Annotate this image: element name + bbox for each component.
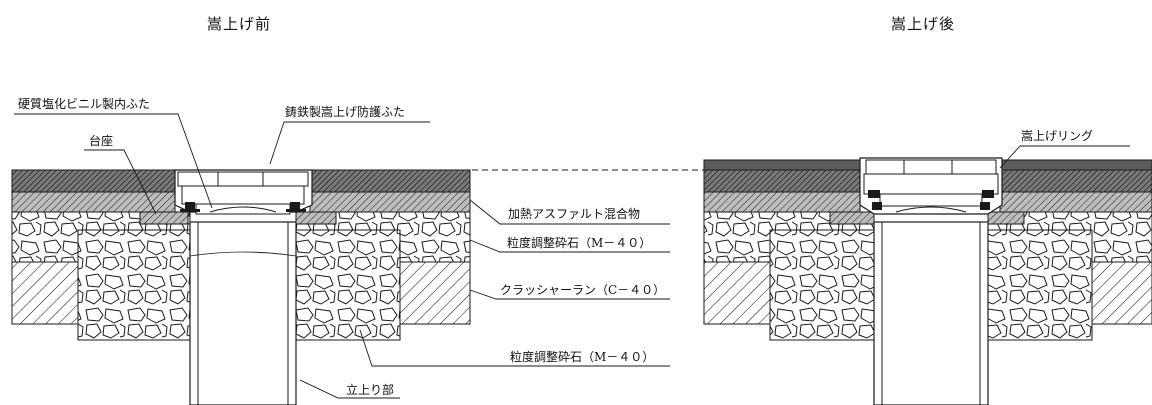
before-section bbox=[11, 169, 704, 405]
label-raising-ring: 嵩上げリング bbox=[1021, 129, 1094, 143]
label-pvc-inner-lid: 硬質塩化ビニル製内ふた bbox=[18, 97, 151, 111]
label-asphalt: 加熱アスファルト混合物 bbox=[508, 207, 641, 221]
label-gravel-top: 粒度調整砕石（M－４０） bbox=[507, 236, 652, 250]
label-cast-iron-lid: 鋳鉄製嵩上げ防護ふた bbox=[285, 105, 406, 119]
label-crusher-run: クラッシャーラン（C－４０） bbox=[500, 283, 666, 297]
title-before: 嵩上げ前 bbox=[207, 15, 272, 33]
after-section bbox=[703, 145, 1152, 405]
label-riser: 立上り部 bbox=[346, 383, 395, 397]
title-after: 嵩上げ後 bbox=[891, 15, 956, 33]
label-gravel-bottom: 粒度調整砕石（M－４０） bbox=[510, 350, 655, 364]
leader-lines bbox=[14, 113, 670, 399]
label-base: 台座 bbox=[89, 134, 114, 148]
